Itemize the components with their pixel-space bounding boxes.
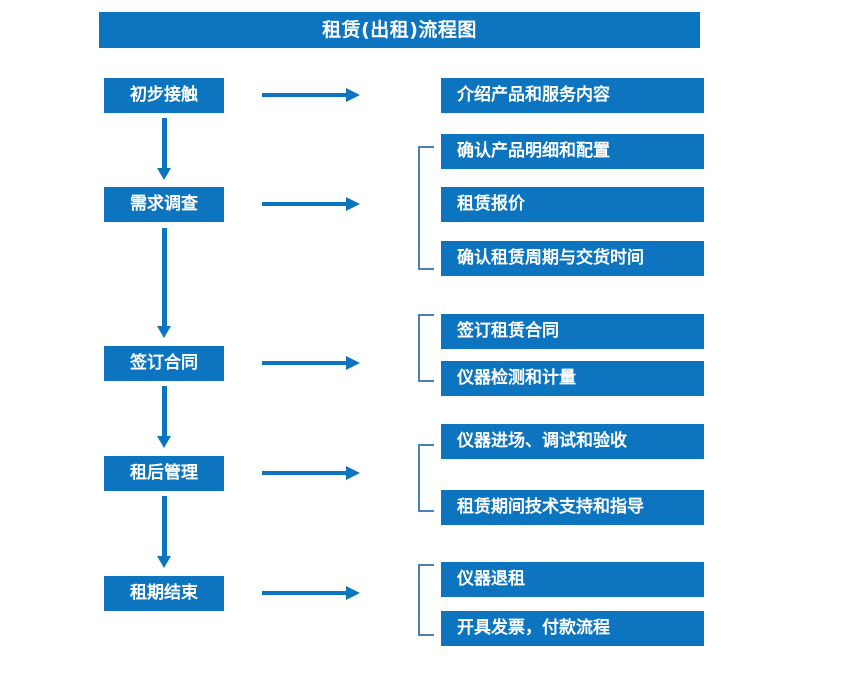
vertical-arrow-4 — [157, 496, 171, 568]
detail-box-instrument-inspection[interactable]: 仪器检测和计量 — [441, 361, 704, 396]
stage-box-lease-end[interactable]: 租期结束 — [104, 576, 224, 611]
detail-label: 确认租赁周期与交货时间 — [457, 248, 644, 268]
group-bracket-sign-contract — [418, 314, 434, 382]
detail-label: 仪器进场、调试和验收 — [457, 431, 627, 451]
stage-label: 签订合同 — [130, 353, 198, 373]
detail-label: 开具发票，付款流程 — [457, 618, 610, 638]
stage-box-sign-contract[interactable]: 签订合同 — [104, 346, 224, 381]
detail-box-lease-quotation[interactable]: 租赁报价 — [441, 187, 704, 222]
detail-box-sign-lease-contract[interactable]: 签订租赁合同 — [441, 314, 704, 349]
detail-box-confirm-lease-period[interactable]: 确认租赁周期与交货时间 — [441, 241, 704, 276]
detail-box-invoice-payment[interactable]: 开具发票，付款流程 — [441, 611, 704, 646]
detail-label: 签订租赁合同 — [457, 321, 559, 341]
horizontal-arrow-2 — [262, 197, 362, 211]
detail-label: 仪器检测和计量 — [457, 368, 576, 388]
detail-box-technical-support[interactable]: 租赁期间技术支持和指导 — [441, 490, 704, 525]
vertical-arrow-3 — [157, 386, 171, 448]
vertical-arrow-1 — [157, 118, 171, 180]
horizontal-arrow-3 — [262, 356, 362, 370]
chart-title-bar: 租赁(出租)流程图 — [99, 12, 700, 48]
group-bracket-lease-end — [418, 564, 434, 636]
stage-box-requirement-survey[interactable]: 需求调查 — [104, 187, 224, 222]
stage-label: 租后管理 — [130, 463, 198, 483]
detail-box-instrument-entry-commissioning[interactable]: 仪器进场、调试和验收 — [441, 424, 704, 459]
detail-box-introduce-products[interactable]: 介绍产品和服务内容 — [441, 78, 704, 113]
horizontal-arrow-5 — [262, 586, 362, 600]
detail-label: 租赁报价 — [457, 194, 525, 214]
vertical-arrow-2 — [157, 228, 171, 338]
stage-box-initial-contact[interactable]: 初步接触 — [104, 78, 224, 113]
stage-label: 租期结束 — [130, 583, 198, 603]
detail-label: 租赁期间技术支持和指导 — [457, 497, 644, 517]
horizontal-arrow-4 — [262, 466, 362, 480]
chart-title: 租赁(出租)流程图 — [322, 18, 477, 41]
stage-box-post-lease-management[interactable]: 租后管理 — [104, 456, 224, 491]
group-bracket-requirement-survey — [418, 146, 434, 270]
detail-label: 仪器退租 — [457, 569, 525, 589]
detail-box-instrument-return[interactable]: 仪器退租 — [441, 562, 704, 597]
horizontal-arrow-1 — [262, 88, 362, 102]
group-bracket-post-lease-management — [418, 444, 434, 512]
detail-box-confirm-product-specs[interactable]: 确认产品明细和配置 — [441, 134, 704, 169]
detail-label: 介绍产品和服务内容 — [457, 85, 610, 105]
stage-label: 需求调查 — [130, 194, 198, 214]
detail-label: 确认产品明细和配置 — [457, 141, 610, 161]
stage-label: 初步接触 — [130, 85, 198, 105]
